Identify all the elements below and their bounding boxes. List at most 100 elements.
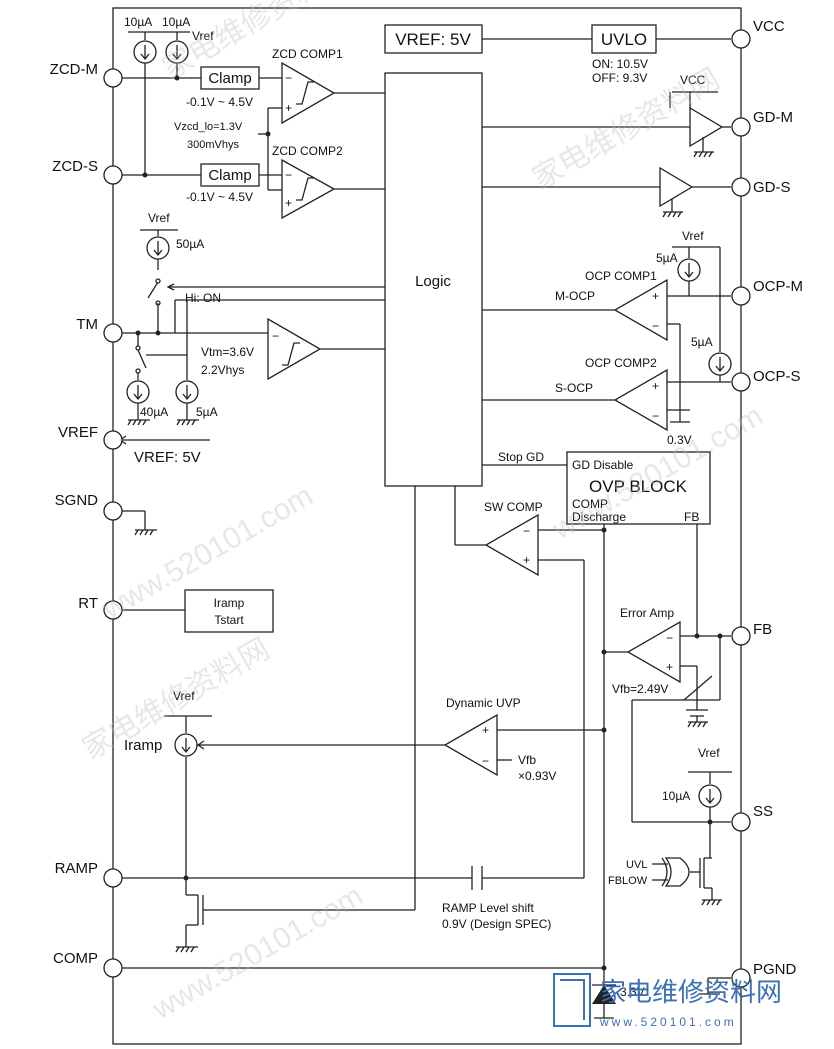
dynamic-uvp-label: Dynamic UVP — [446, 696, 521, 710]
ea-minus: − — [666, 631, 673, 645]
uvp-plus: + — [482, 723, 489, 737]
s-ocp-label: S-OCP — [555, 381, 593, 395]
pin-ocp-m-label: OCP-M — [753, 278, 803, 295]
fblow-label: FBLOW — [608, 875, 648, 887]
tstart-label: Tstart — [214, 613, 244, 627]
ocp1-5ua: 5µA — [656, 251, 678, 265]
pin-pgnd — [731, 968, 751, 988]
gd-m-driver — [689, 106, 724, 148]
ss-10ua: 10µA — [662, 789, 690, 803]
zcd-comp2-label: ZCD COMP2 — [272, 144, 343, 158]
sw-comp — [484, 513, 539, 577]
pin-ocp-m — [731, 286, 751, 306]
zcd-comp1-label: ZCD COMP1 — [272, 47, 343, 61]
pin-ocp-s-label: OCP-S — [753, 368, 801, 385]
ovp-block — [566, 451, 711, 525]
zcd-comp2 — [281, 158, 336, 220]
ocp1-minus: − — [652, 319, 659, 333]
ovp-block-label: OVP BLOCK — [589, 477, 688, 496]
vzcd-hys: 300mVhys — [187, 139, 239, 151]
pin-ocp-s — [731, 372, 751, 392]
tm-minus: − — [272, 329, 279, 343]
vref-5v-box — [384, 24, 483, 54]
pin-zcd-m-label: ZCD-M — [50, 61, 98, 78]
pin-zcd-s — [103, 165, 123, 185]
ocp2-plus: + — [652, 379, 659, 393]
zener-voltage: 3.3V — [620, 985, 645, 999]
zcd2-minus: − — [285, 168, 292, 182]
iramp-vref: Vref — [173, 689, 195, 703]
clamp1-range: -0.1V ~ 4.5V — [186, 95, 253, 109]
vtm-label: Vtm=3.6V — [201, 345, 254, 359]
ocp-comp1-label: OCP COMP1 — [585, 269, 657, 283]
pin-zcd-s-label: ZCD-S — [52, 158, 98, 175]
v-0-3: 0.3V — [667, 433, 692, 447]
error-amp — [626, 620, 681, 684]
clamp2-label: Clamp — [208, 167, 251, 184]
hi-on-label: Hi: ON — [185, 291, 221, 305]
pin-sgnd — [103, 501, 123, 521]
comp-label: COMP — [572, 497, 608, 511]
vfb-label: Vfb=2.49V — [612, 682, 668, 696]
watermark-site-3: www.520101.com — [146, 879, 368, 1026]
vcc-gate-label: VCC — [680, 73, 706, 87]
tm-comparator — [267, 317, 322, 381]
sw-comp-label: SW COMP — [484, 500, 543, 514]
error-amp-label: Error Amp — [620, 606, 674, 620]
pin-vref-label: VREF — [58, 424, 98, 441]
tm-vref: Vref — [148, 211, 170, 225]
pin-gd-m-label: GD-M — [753, 109, 793, 126]
tm-50ua: 50µA — [176, 237, 204, 251]
vref-5v-label: VREF: 5V — [395, 30, 471, 49]
pin-sgnd-label: SGND — [55, 492, 99, 509]
pin-gd-s-label: GD-S — [753, 179, 791, 196]
iramp-tstart-box — [184, 589, 274, 633]
ramp-shift-1: RAMP Level shift — [442, 901, 534, 915]
pin-fb-label: FB — [753, 621, 772, 638]
vfb-uvp-factor: ×0.93V — [518, 769, 556, 783]
or-gate — [664, 857, 690, 887]
logic-block — [384, 72, 483, 487]
right-pins — [731, 29, 751, 988]
vref-ocp-label: Vref — [682, 229, 704, 243]
gd-s-driver — [659, 166, 694, 208]
uvl-label: UVL — [626, 859, 647, 871]
pin-vcc — [731, 29, 751, 49]
pin-tm-label: TM — [76, 316, 98, 333]
uvlo-off: OFF: 9.3V — [592, 71, 647, 85]
zcd-comp1 — [281, 61, 336, 125]
vref-ss-label: Vref — [698, 746, 720, 760]
stop-gd-label: Stop GD — [498, 450, 544, 464]
pin-pgnd-label: PGND — [753, 961, 797, 978]
clamp1-label: Clamp — [208, 70, 251, 87]
pin-tm — [103, 323, 123, 343]
ocp-comp2-label: OCP COMP2 — [585, 356, 657, 370]
left-pins — [103, 68, 123, 978]
pin-ramp-label: RAMP — [55, 860, 98, 877]
vzcd-label: Vzcd_lo=1.3V — [174, 121, 243, 133]
vtm-hys: 2.2Vhys — [201, 363, 244, 377]
logo-cn-text: 家电维修资料网 — [600, 977, 782, 1007]
site-logo: 家电维修资料网 www.520101.com — [553, 973, 782, 1029]
zcd2-plus: + — [285, 196, 292, 210]
tm-40ua: 40µA — [140, 405, 168, 419]
pin-ss — [731, 812, 751, 832]
gd-disable: GD Disable — [572, 458, 634, 472]
pin-rt — [103, 600, 123, 620]
uvp-minus: − — [482, 754, 489, 768]
clamp2-range: -0.1V ~ 4.5V — [186, 190, 253, 204]
ocp1-plus: + — [652, 289, 659, 303]
m-ocp-label: M-OCP — [555, 289, 595, 303]
ocp-comp1 — [613, 278, 668, 342]
logo-url-text: www.520101.com — [599, 1015, 737, 1029]
sw-plus: + — [523, 553, 530, 567]
pin-comp — [103, 958, 123, 978]
pin-ss-label: SS — [753, 803, 773, 820]
ocp-comp2 — [613, 368, 668, 432]
pin-comp-label: COMP — [53, 950, 98, 967]
iramp-box-label: Iramp — [214, 596, 245, 610]
zener-diode — [592, 985, 616, 1004]
dynamic-uvp-comp — [443, 713, 498, 777]
vref-out-label: VREF: 5V — [134, 449, 201, 466]
